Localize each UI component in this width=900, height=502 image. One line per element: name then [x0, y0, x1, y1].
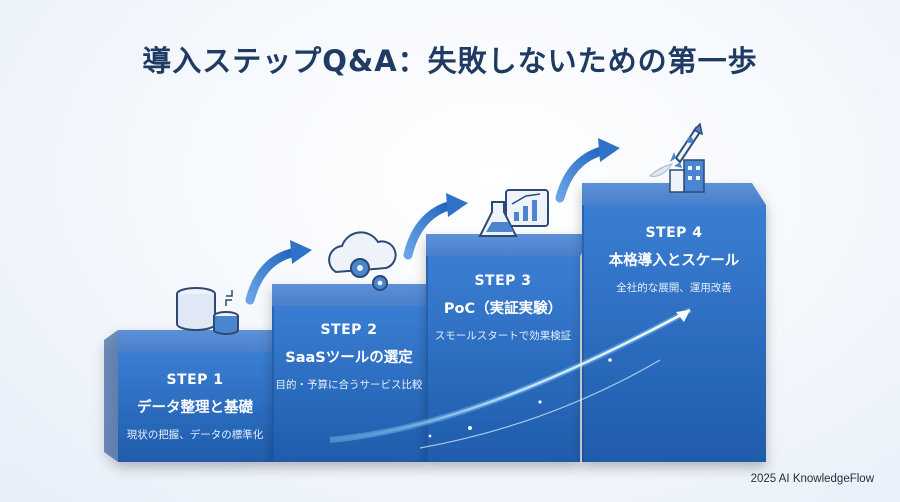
step-2-desc: 目的・予算に合うサービス比較: [275, 379, 423, 391]
step-2-text: STEP 2 SaaSツールの選定 目的・予算に合うサービス比較: [272, 322, 426, 392]
rocket-city-icon: [648, 122, 705, 193]
step-4-text: STEP 4 本格導入とスケール 全社的な展開、運用改善: [582, 225, 766, 295]
step-2-number: STEP 2: [320, 322, 378, 338]
arrow-1-to-2: [245, 240, 312, 305]
step-1-text: STEP 1 データ整理と基礎 現状の把握、データの標準化: [118, 372, 272, 442]
step-3-text: STEP 3 PoC（実証実験） スモールスタートで効果検証: [426, 273, 580, 343]
step-1-name: データ整理と基礎: [137, 400, 253, 416]
step-1-number: STEP 1: [166, 372, 224, 388]
step-block-4: [582, 183, 766, 462]
step-4-number: STEP 4: [645, 225, 703, 241]
page-title: 導入ステップQ&A：失敗しないための第一歩: [142, 44, 758, 78]
step-3-number: STEP 3: [474, 273, 532, 289]
step-block-3: [426, 234, 594, 462]
footer-credit: 2025 AI KnowledgeFlow: [750, 473, 874, 485]
arrow-2-to-3: [403, 193, 468, 260]
step-block-1: [104, 330, 288, 462]
step-3-desc: スモールスタートで効果検証: [434, 330, 572, 342]
step-block-2: [272, 284, 440, 462]
database-icon: [176, 287, 239, 335]
step-4-name: 本格導入とスケール: [608, 253, 740, 269]
flask-chart-icon: [478, 189, 549, 237]
arrow-3-to-4: [555, 138, 620, 203]
glow-swoosh: [329, 307, 692, 449]
step-4-desc: 全社的な展開、運用改善: [616, 282, 732, 294]
step-2-name: SaaSツールの選定: [285, 350, 413, 366]
cloud-gear-icon: [328, 231, 397, 291]
step-3-name: PoC（実証実験）: [443, 301, 563, 317]
step-1-desc: 現状の把握、データの標準化: [126, 429, 264, 441]
